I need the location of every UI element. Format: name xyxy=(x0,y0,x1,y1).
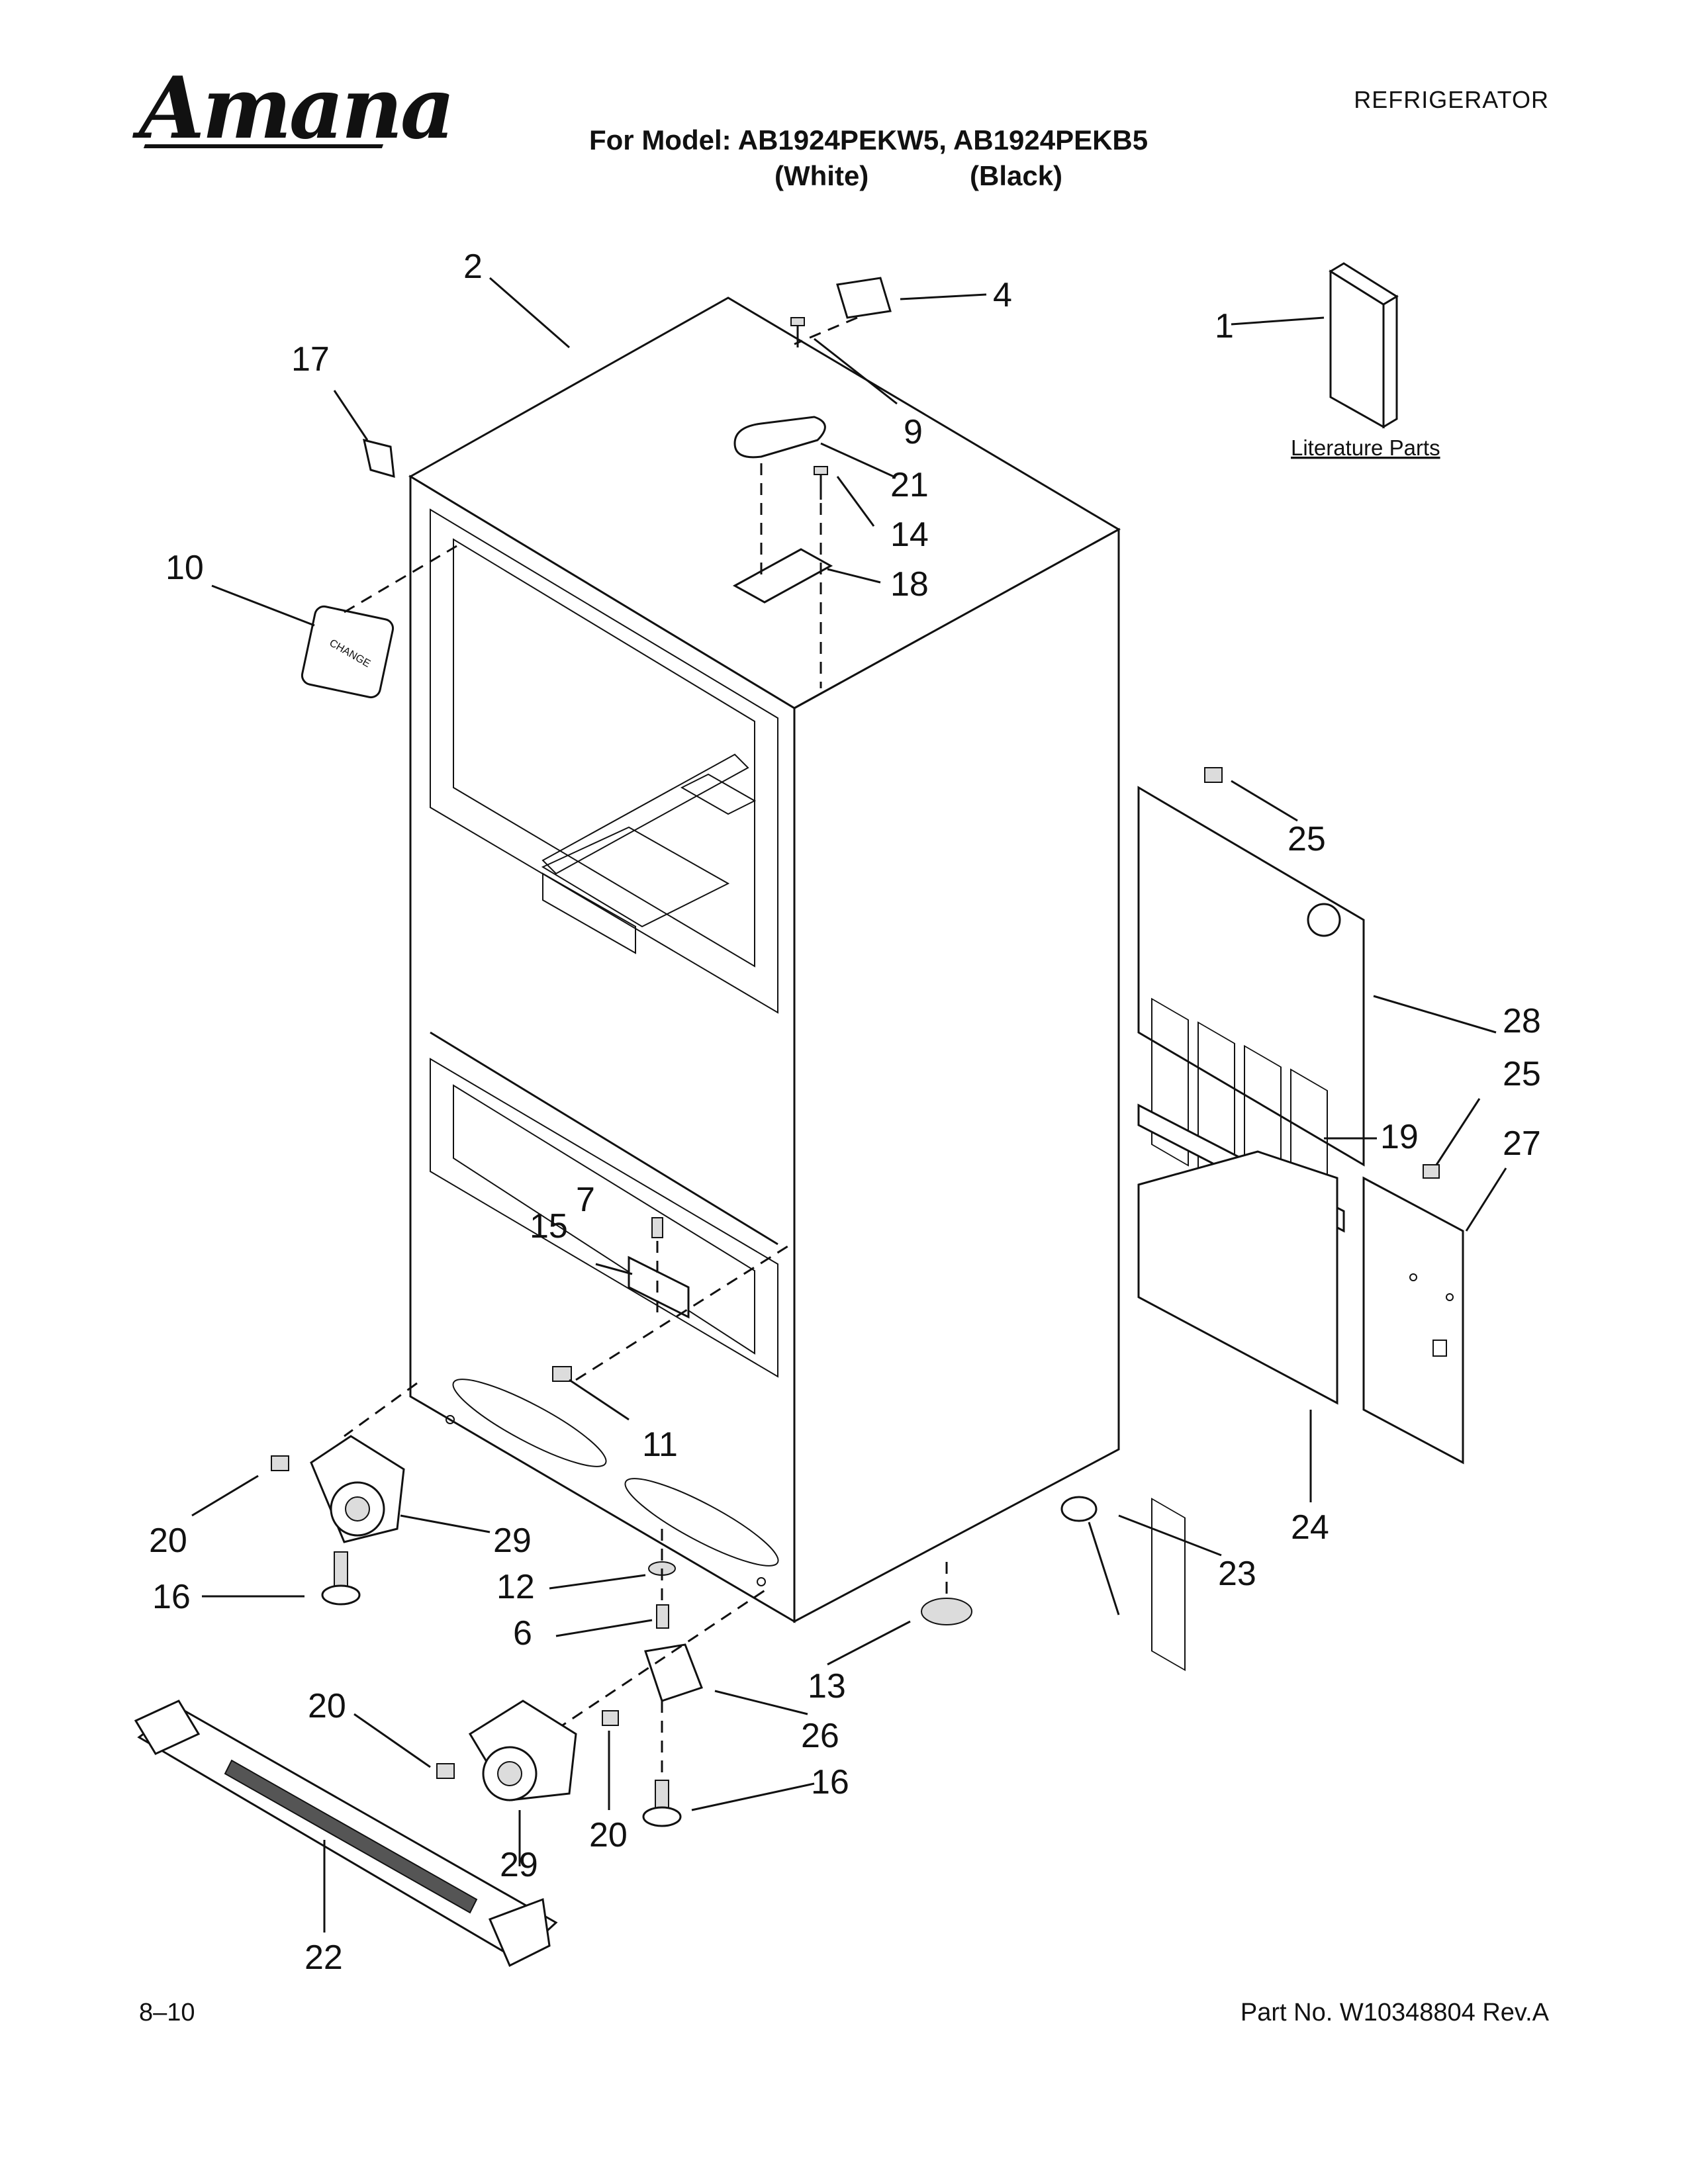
callout-1: 1 xyxy=(1215,307,1234,345)
screw-9 xyxy=(790,317,805,347)
cabinet-outline xyxy=(408,296,1121,1623)
screw-25-top xyxy=(1204,767,1223,783)
callout-7: 7 xyxy=(576,1181,595,1219)
literature-parts-label: Literature Parts xyxy=(1291,435,1440,460)
callout-11: 11 xyxy=(642,1426,678,1464)
panel-24 xyxy=(1137,1150,1338,1405)
callout-10: 10 xyxy=(165,549,204,587)
callout-numbers: 1 2 4 6 7 9 10 11 12 13 14 15 16 16 17 1… xyxy=(149,248,1541,1977)
callout-2: 2 xyxy=(463,248,483,286)
bracket-26 xyxy=(644,1643,703,1702)
screw-20-left xyxy=(271,1455,289,1471)
label-4 xyxy=(836,277,892,319)
callout-20-left: 20 xyxy=(149,1522,187,1560)
callout-27: 27 xyxy=(1503,1124,1541,1163)
callout-20-center: 20 xyxy=(589,1816,628,1854)
callout-4: 4 xyxy=(993,276,1012,314)
callout-19: 19 xyxy=(1380,1118,1419,1156)
callout-22: 22 xyxy=(305,1938,343,1977)
bracket-15 xyxy=(628,1255,690,1319)
control-10: CHANGE xyxy=(301,605,395,699)
pin-7 xyxy=(651,1217,663,1238)
screw-14 xyxy=(814,466,828,500)
callout-25-bottom: 25 xyxy=(1503,1055,1541,1093)
foot-13 xyxy=(921,1598,972,1625)
callout-21: 21 xyxy=(890,466,929,504)
hinge-cover-21 xyxy=(733,416,826,459)
callout-15: 15 xyxy=(530,1207,568,1246)
literature-book-icon xyxy=(1329,262,1399,429)
leveler-16-right xyxy=(642,1780,682,1827)
callout-23: 23 xyxy=(1218,1555,1256,1593)
callout-28: 28 xyxy=(1503,1002,1541,1040)
variant-white: (White) xyxy=(774,160,869,191)
callout-26: 26 xyxy=(801,1717,839,1755)
leader-lines xyxy=(191,277,1507,1933)
callout-9: 9 xyxy=(904,413,923,451)
brand-logo: Amana xyxy=(139,59,455,158)
kickplate-22 xyxy=(134,1700,558,1968)
callout-29-upper: 29 xyxy=(493,1522,532,1560)
callout-12: 12 xyxy=(496,1568,535,1606)
model-line: For Model: AB1924PEKW5, AB1924PEKB5 xyxy=(589,124,1149,156)
footer-date: 8–10 xyxy=(139,1999,195,2026)
callout-6: 6 xyxy=(513,1614,532,1653)
callout-14: 14 xyxy=(890,516,929,554)
clip-17 xyxy=(363,438,395,478)
screw-11 xyxy=(552,1366,572,1382)
callout-16-left: 16 xyxy=(152,1578,191,1616)
callout-29-lower: 29 xyxy=(500,1846,538,1884)
wrench-23 xyxy=(1060,1496,1120,1615)
pin-6 xyxy=(656,1604,669,1629)
cover-27 xyxy=(1362,1176,1464,1465)
screw-20-center xyxy=(602,1710,619,1726)
callout-20-lower: 20 xyxy=(308,1687,346,1725)
callout-16-right: 16 xyxy=(811,1763,849,1801)
hinge-18 xyxy=(732,548,833,604)
callout-17: 17 xyxy=(291,340,330,379)
callout-13: 13 xyxy=(808,1667,846,1706)
callout-24: 24 xyxy=(1291,1508,1329,1547)
callout-25-top: 25 xyxy=(1288,820,1326,858)
footer-part-number: Part No. W10348804 Rev.A xyxy=(1240,1999,1549,2026)
screw-25-bottom xyxy=(1423,1164,1440,1179)
callout-18: 18 xyxy=(890,565,929,604)
roller-29-rear xyxy=(468,1700,577,1801)
leveler-16-left xyxy=(321,1551,361,1606)
screw-20-rear xyxy=(436,1763,455,1779)
grille-28 xyxy=(1137,786,1365,1672)
roller-29-front xyxy=(310,1435,405,1543)
category-label: REFRIGERATOR xyxy=(1354,86,1549,113)
variant-black: (Black) xyxy=(970,160,1063,191)
